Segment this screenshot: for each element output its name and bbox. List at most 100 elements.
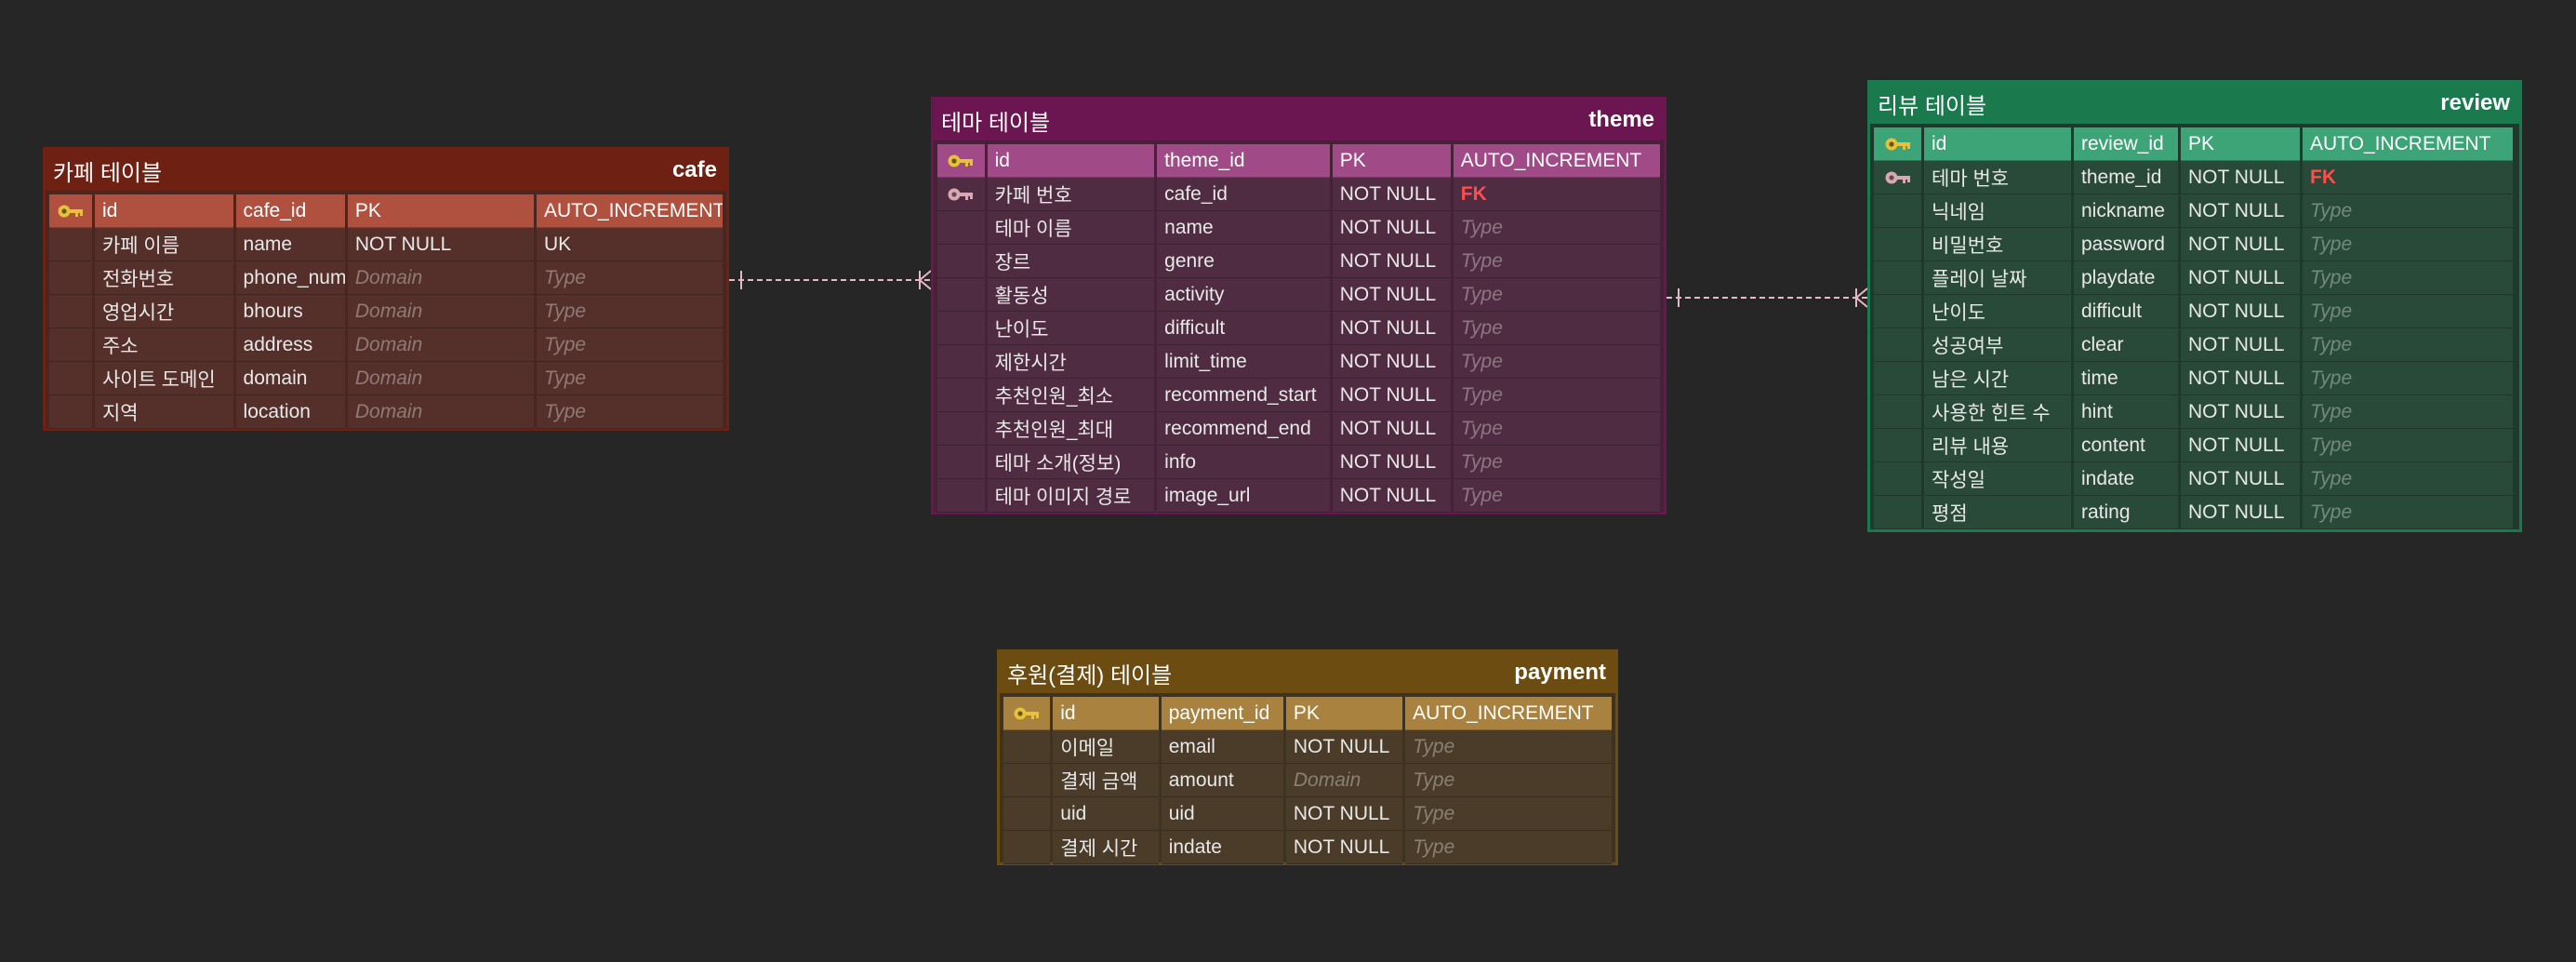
type-cell[interactable]: Type — [1453, 412, 1660, 446]
logical-name-cell[interactable]: 비밀번호 — [1924, 228, 2071, 261]
constraint-cell[interactable]: NOT NULL — [2181, 429, 2300, 462]
physical-name-cell[interactable]: address — [235, 328, 345, 362]
logical-name-cell[interactable]: 지역 — [94, 395, 233, 429]
type-cell[interactable]: Type — [536, 395, 723, 429]
constraint-cell[interactable]: PK — [1332, 144, 1451, 178]
type-cell[interactable]: Type — [2303, 328, 2513, 362]
constraint-cell[interactable]: NOT NULL — [2181, 496, 2300, 529]
logical-name-cell[interactable]: 장르 — [987, 245, 1155, 278]
constraint-cell[interactable]: NOT NULL — [1332, 211, 1451, 245]
logical-name-cell[interactable]: 테마 소개(정보) — [987, 446, 1155, 479]
physical-name-cell[interactable]: image_url — [1157, 479, 1330, 513]
type-cell[interactable]: AUTO_INCREMENT — [1405, 697, 1612, 730]
physical-name-cell[interactable]: content — [2074, 429, 2178, 462]
type-cell[interactable]: Type — [1453, 345, 1660, 379]
constraint-cell[interactable]: NOT NULL — [2181, 328, 2300, 362]
table-header[interactable]: 리뷰 테이블 review — [1870, 83, 2519, 124]
physical-name-cell[interactable]: rating — [2074, 496, 2178, 529]
physical-name-cell[interactable]: indate — [2074, 462, 2178, 496]
physical-name-cell[interactable]: cafe_id — [1157, 178, 1330, 211]
logical-name-cell[interactable]: 사이트 도메인 — [94, 362, 233, 395]
constraint-cell[interactable]: NOT NULL — [1332, 345, 1451, 379]
physical-name-cell[interactable]: time — [2074, 362, 2178, 395]
type-cell[interactable]: Type — [1453, 312, 1660, 345]
type-cell[interactable]: Type — [1453, 379, 1660, 412]
constraint-cell[interactable]: NOT NULL — [1332, 245, 1451, 278]
logical-name-cell[interactable]: 추천인원_최대 — [987, 412, 1155, 446]
type-cell[interactable]: UK — [536, 228, 723, 261]
physical-name-cell[interactable]: name — [235, 228, 345, 261]
constraint-cell[interactable]: NOT NULL — [1332, 446, 1451, 479]
logical-name-cell[interactable]: uid — [1053, 797, 1159, 831]
logical-name-cell[interactable]: 플레이 날짜 — [1924, 261, 2071, 295]
constraint-cell[interactable]: NOT NULL — [2181, 462, 2300, 496]
physical-name-cell[interactable]: difficult — [1157, 312, 1330, 345]
physical-name-cell[interactable]: payment_id — [1161, 697, 1283, 730]
constraint-cell[interactable]: PK — [347, 194, 534, 228]
type-cell[interactable]: Type — [1453, 446, 1660, 479]
logical-name-cell[interactable]: 성공여부 — [1924, 328, 2071, 362]
logical-name-cell[interactable]: 결제 시간 — [1053, 831, 1159, 864]
physical-name-cell[interactable]: hint — [2074, 395, 2178, 429]
constraint-cell[interactable]: NOT NULL — [2181, 362, 2300, 395]
logical-name-cell[interactable]: id — [94, 194, 233, 228]
physical-name-cell[interactable]: location — [235, 395, 345, 429]
constraint-cell[interactable]: Domain — [347, 295, 534, 328]
physical-name-cell[interactable]: amount — [1161, 764, 1283, 797]
constraint-cell[interactable]: NOT NULL — [1332, 178, 1451, 211]
physical-name-cell[interactable]: review_id — [2074, 127, 2178, 161]
logical-name-cell[interactable]: 카페 이름 — [94, 228, 233, 261]
logical-name-cell[interactable]: 테마 번호 — [1924, 161, 2071, 194]
type-cell[interactable]: Type — [1405, 797, 1612, 831]
table-header[interactable]: 카페 테이블 cafe — [46, 150, 726, 191]
table-header[interactable]: 테마 테이블 theme — [934, 100, 1664, 140]
type-cell[interactable]: FK — [2303, 161, 2513, 194]
constraint-cell[interactable]: PK — [2181, 127, 2300, 161]
type-cell[interactable]: Type — [536, 261, 723, 295]
logical-name-cell[interactable]: 활동성 — [987, 278, 1155, 312]
constraint-cell[interactable]: NOT NULL — [2181, 395, 2300, 429]
type-cell[interactable]: Type — [2303, 295, 2513, 328]
logical-name-cell[interactable]: 이메일 — [1053, 730, 1159, 764]
type-cell[interactable]: Type — [2303, 228, 2513, 261]
constraint-cell[interactable]: NOT NULL — [1332, 412, 1451, 446]
type-cell[interactable]: Type — [1453, 211, 1660, 245]
type-cell[interactable]: Type — [2303, 496, 2513, 529]
constraint-cell[interactable]: NOT NULL — [1332, 379, 1451, 412]
physical-name-cell[interactable]: domain — [235, 362, 345, 395]
physical-name-cell[interactable]: theme_id — [1157, 144, 1330, 178]
physical-name-cell[interactable]: phone_number — [235, 261, 345, 295]
logical-name-cell[interactable]: id — [987, 144, 1155, 178]
logical-name-cell[interactable]: 테마 이미지 경로 — [987, 479, 1155, 513]
physical-name-cell[interactable]: bhours — [235, 295, 345, 328]
constraint-cell[interactable]: NOT NULL — [1332, 278, 1451, 312]
logical-name-cell[interactable]: id — [1924, 127, 2071, 161]
physical-name-cell[interactable]: info — [1157, 446, 1330, 479]
logical-name-cell[interactable]: 결제 금액 — [1053, 764, 1159, 797]
type-cell[interactable]: Type — [1453, 245, 1660, 278]
logical-name-cell[interactable]: 난이도 — [1924, 295, 2071, 328]
